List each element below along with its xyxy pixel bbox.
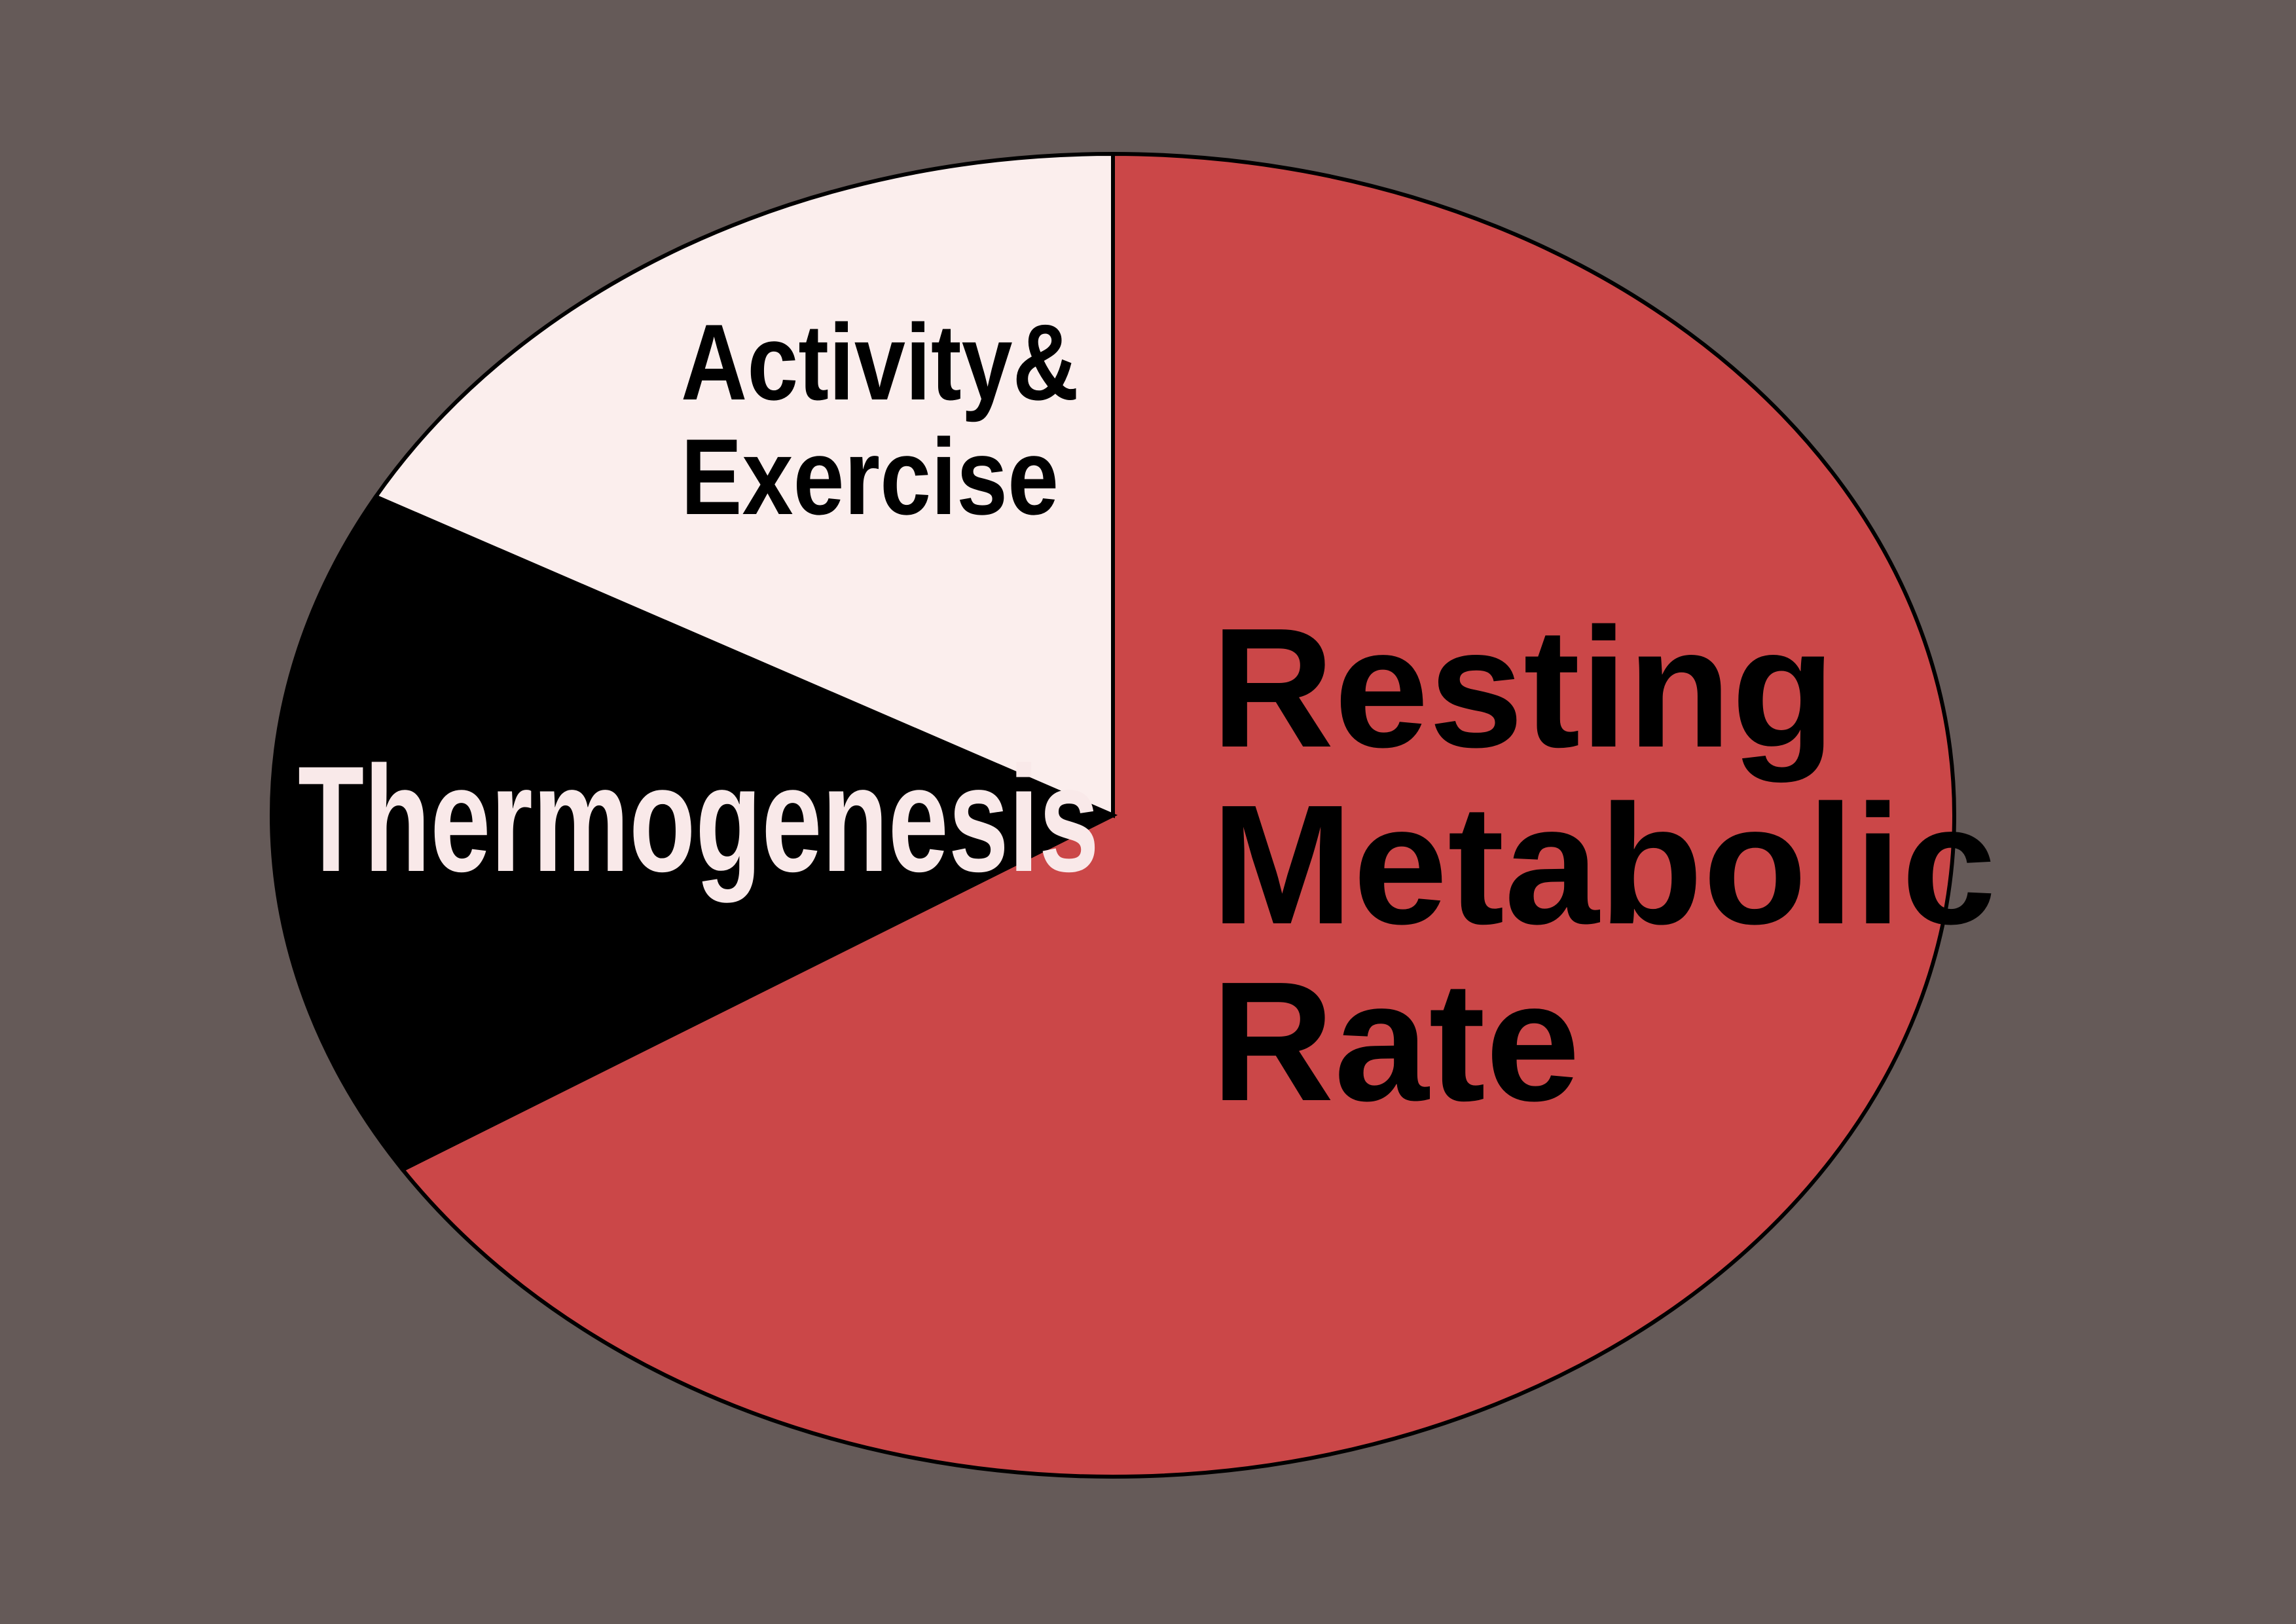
pie-slice-activity-exercise: [373, 151, 1115, 819]
pie-label-line: Rate: [1211, 947, 1580, 1137]
pie-label-line: Metabolic: [1211, 770, 1996, 960]
pie-label-line: Thermogenesis: [298, 735, 1099, 903]
pie-slice-resting-metabolic-rate: [399, 151, 1956, 1479]
pie-label-activity-exercise: Activity&Exercise: [681, 302, 1079, 537]
pie-label-line: Resting: [1211, 593, 1835, 784]
pie-label-line: Activity&: [681, 302, 1079, 422]
pie-slice-thermogenesis: [270, 494, 1118, 1172]
pie-slices: [270, 151, 1956, 1479]
pie-label-line: Exercise: [681, 416, 1059, 537]
pie-label-thermogenesis: Thermogenesis: [298, 735, 1099, 903]
